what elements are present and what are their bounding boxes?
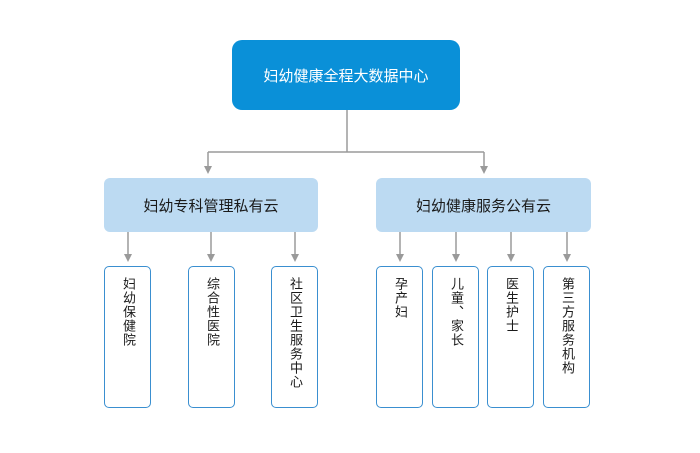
leaf-label: 社区卫生服务中心 — [287, 277, 302, 389]
leaf-label: 孕产妇 — [392, 277, 407, 319]
leaf-node-maternal-hospital: 妇幼保健院 — [104, 266, 151, 408]
leaf-node-pregnant-women: 孕产妇 — [376, 266, 423, 408]
leaf-label: 医生护士 — [503, 277, 518, 333]
leaf-label: 妇幼保健院 — [120, 277, 135, 347]
private-cloud-label: 妇幼专科管理私有云 — [143, 196, 279, 215]
root-node-label: 妇幼健康全程大数据中心 — [263, 66, 429, 85]
leaf-node-children-parents: 儿童、家长 — [432, 266, 479, 408]
public-cloud-label: 妇幼健康服务公有云 — [415, 196, 551, 215]
private-cloud-node: 妇幼专科管理私有云 — [104, 178, 318, 232]
leaf-node-third-party: 第三方服务机构 — [543, 266, 590, 408]
leaf-node-doctors-nurses: 医生护士 — [487, 266, 534, 408]
root-node: 妇幼健康全程大数据中心 — [232, 40, 460, 110]
leaf-node-general-hospital: 综合性医院 — [188, 266, 235, 408]
leaf-label: 儿童、家长 — [448, 277, 463, 347]
public-cloud-node: 妇幼健康服务公有云 — [376, 178, 591, 232]
leaf-label: 第三方服务机构 — [559, 277, 574, 375]
leaf-label: 综合性医院 — [204, 277, 219, 347]
leaf-node-community-center: 社区卫生服务中心 — [271, 266, 318, 408]
